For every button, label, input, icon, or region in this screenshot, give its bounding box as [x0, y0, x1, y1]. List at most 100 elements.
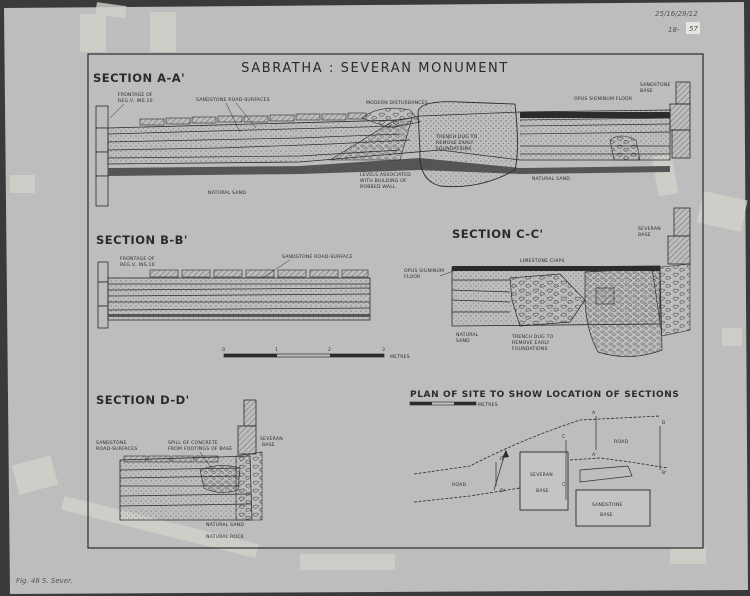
section-aa-disturbance-label: MODERN DISTURBANCES: [366, 100, 428, 106]
plan-marker-b: B: [662, 420, 665, 426]
plan-scale-unit: METRES: [478, 402, 498, 408]
section-aa-opus-floor: [520, 112, 670, 118]
plan-road-top: ROAD: [614, 439, 628, 445]
plan-sandstone-label-2: BASE: [600, 512, 613, 518]
section-bb-frontage-label-1: FRONTAGE OF: [120, 256, 155, 262]
section-cc-limestone: [509, 273, 586, 327]
section-aa-dark-layer: [108, 158, 670, 176]
scale-tick-2: 2: [328, 347, 331, 353]
plan-sandstone-label-1: SANDSTONE: [592, 502, 623, 508]
section-cc: SECTION C-C' SEVERAN BASE LIMESTONE CHIP…: [404, 207, 691, 357]
plan-marker-c: C: [562, 434, 565, 440]
plan-road-left: ROAD: [452, 482, 466, 488]
section-cc-base-label-1: SEVERAN: [638, 226, 661, 232]
section-cc-heading: SECTION C-C': [452, 227, 544, 241]
plan-road-edge-east: [569, 457, 669, 469]
plan-road-edge-north: [413, 415, 661, 475]
section-aa-levels-label-3: ROBBED WALL: [360, 184, 396, 190]
drawing-frame: [87, 53, 704, 549]
plan-section-lines: [495, 416, 661, 500]
plan-marker-a2: A': [592, 452, 597, 458]
section-cc-base-footing: [651, 263, 691, 337]
plan-road-edge-south: [413, 487, 521, 503]
sheet-prefix: 18-: [668, 26, 680, 34]
sheet-label: [686, 22, 700, 34]
section-cc-sand-label-2: SAND: [456, 338, 470, 344]
section-dd-road-label-2: ROAD-SURFACES: [96, 446, 137, 452]
section-dd-spill-label-2: FROM FOOTINGS OF BASE: [168, 446, 232, 452]
section-dd-base: [237, 399, 257, 455]
plan-marker-c2: C': [562, 482, 567, 488]
section-aa: SECTION A-A': [93, 71, 691, 207]
section-aa-frontage-label: FRONTAGE OF: [118, 92, 153, 98]
section-cc-limestone-label: LIMESTONE CHIPS: [520, 258, 565, 264]
section-bb-dark-layer: [108, 314, 370, 317]
section-cc-opus-floor: [452, 266, 660, 271]
plan-marker-b2: B': [662, 470, 667, 476]
archive-mark-bottom: Fig. 46 S. Sever.: [16, 577, 73, 585]
section-aa-heading: SECTION A-A': [93, 71, 185, 85]
section-cc-opus-label-2: FLOOR: [404, 274, 421, 280]
plan-severan-base: [519, 451, 569, 511]
section-aa-sand-right: NATURAL SAND: [532, 176, 570, 182]
section-dd-sand-label: NATURAL SAND: [206, 522, 244, 528]
section-cc-strata-lines: [451, 279, 511, 313]
scale-bar: 0 1 2 3 METRES: [222, 347, 410, 360]
plan-severan-label-2: BASE: [536, 488, 549, 494]
section-bb-road-label: SANDSTONE ROAD-SURFACE: [282, 254, 353, 260]
plan-side-street: [579, 465, 633, 483]
section-bb-road-slabs: [149, 269, 369, 278]
section-dd-spill-label-1: SPILL OF CONCRETE: [168, 440, 218, 446]
section-aa-sand-left: NATURAL SAND: [208, 190, 246, 196]
scale-unit: METRES: [390, 354, 410, 360]
section-cc-trench-label-3: FOUNDATIONS: [512, 346, 548, 352]
section-aa-base-label-1: SANDSTONE: [640, 82, 671, 88]
section-dd-concrete: [199, 465, 241, 493]
drawing-title: SABRATHA : SEVERAN MONUMENT: [241, 61, 509, 76]
section-bb-left-wall: [97, 261, 109, 329]
section-cc-trench-label-1: TRENCH DUG TO: [511, 334, 554, 340]
section-dd-road-label-1: SANDSTONE: [96, 440, 127, 446]
section-aa-trench-label-3: FOUNDATIONS: [436, 146, 472, 152]
section-bb: SECTION B-B' FRONTAGE OF REG.V, INS.10 S…: [96, 233, 371, 329]
section-aa-right-wall: [669, 81, 691, 159]
section-aa-trench: [417, 101, 518, 188]
north-arrow-head-icon: [502, 450, 509, 458]
section-bb-strata-lines: [107, 283, 371, 311]
plan-severan-label-1: SEVERAN: [530, 472, 553, 478]
section-dd-heading: SECTION D-D': [96, 393, 190, 407]
section-aa-levels-label-2: WITH BUILDING OF: [360, 178, 407, 184]
archive-mark-top: 25/16/29/12: [655, 10, 698, 18]
section-aa-base-label-2: BASE: [640, 88, 653, 94]
plan-heading: PLAN OF SITE TO SHOW LOCATION OF SECTION…: [410, 390, 679, 400]
section-aa-trench-label-1: TRENCH DUG TO: [435, 134, 478, 140]
section-cc-base: [667, 207, 691, 265]
section-cc-base-label-2: BASE: [638, 232, 651, 238]
plan-marker-d2: D': [500, 488, 505, 494]
section-dd-footing: [235, 451, 263, 521]
section-bb-heading: SECTION B-B': [96, 233, 188, 247]
site-plan: PLAN OF SITE TO SHOW LOCATION OF SECTION…: [409, 390, 679, 527]
section-bb-fill: [107, 277, 371, 321]
scale-tick-1: 1: [275, 347, 278, 353]
scale-tick-0: 0: [222, 347, 225, 353]
section-cc-trench: [584, 267, 663, 357]
section-aa-levels-label-1: LEVELS ASSOCIATED: [360, 172, 411, 178]
section-aa-opus-label: OPUS SIGNINUM FLOOR: [574, 96, 633, 102]
section-aa-left-wall: [95, 105, 109, 207]
section-bb-frontage-label-2: REG.V, INS.10: [120, 262, 155, 268]
section-aa-trench-label-2: REMOVE EARLY: [436, 140, 474, 146]
section-dd-rock-label: NATURAL ROCK: [206, 534, 245, 540]
section-cc-opus-label-1: OPUS SIGNINUM: [404, 268, 444, 274]
scale-tick-3: 3: [382, 347, 385, 353]
section-aa-road-label: SANDSTONE ROAD-SURFACES: [196, 97, 270, 103]
sheet-number: 57: [689, 25, 698, 33]
section-cc-sand-label-1: NATURAL: [456, 332, 479, 338]
section-cc-trench-label-2: REMOVE EARLY: [512, 340, 550, 346]
section-dd-base-label-1: SEVERAN: [260, 436, 283, 442]
plan-sandstone-base: [575, 489, 651, 527]
masking-tape-strips: [10, 2, 748, 570]
section-aa-road-slabs: [139, 112, 367, 126]
